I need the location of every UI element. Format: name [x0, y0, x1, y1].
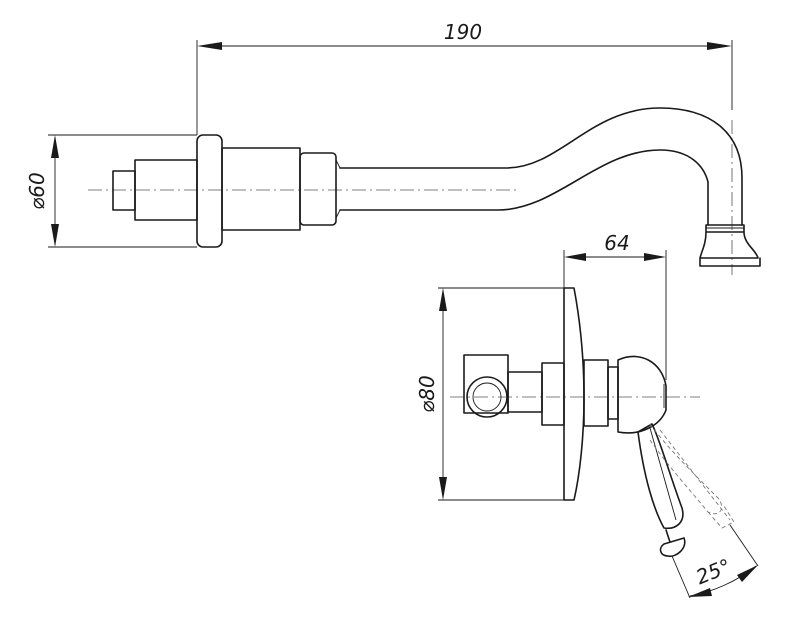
mixer-plate: [563, 287, 585, 501]
mixer-lever: [637, 423, 684, 530]
dim-plate-diameter-label: ⌀80: [415, 375, 439, 413]
spout-pipe: [339, 107, 743, 226]
dim-mixer-depth-label: 64: [604, 231, 629, 255]
dim-mixer-depth: 64: [563, 231, 667, 380]
dim-plate-diameter: ⌀80: [415, 287, 570, 501]
spout-connector: [112, 170, 136, 211]
dim-spout-length: 190: [196, 20, 733, 135]
dim-spout-diameter-label: ⌀60: [25, 172, 49, 210]
spout-aerator: [699, 224, 761, 267]
dim-spout-diameter: ⌀60: [25, 134, 197, 248]
spout-rosette: [196, 134, 223, 248]
dim-spout-length-label: 190: [444, 20, 482, 44]
mixer-view: [450, 287, 735, 558]
mixer-lever-ghost: [649, 423, 722, 515]
spout-body: [221, 147, 301, 231]
mixer-port: [466, 376, 508, 418]
mixer-hub: [617, 355, 667, 434]
spout-view: [88, 107, 761, 275]
dim-handle-angle: 25°: [671, 524, 759, 599]
